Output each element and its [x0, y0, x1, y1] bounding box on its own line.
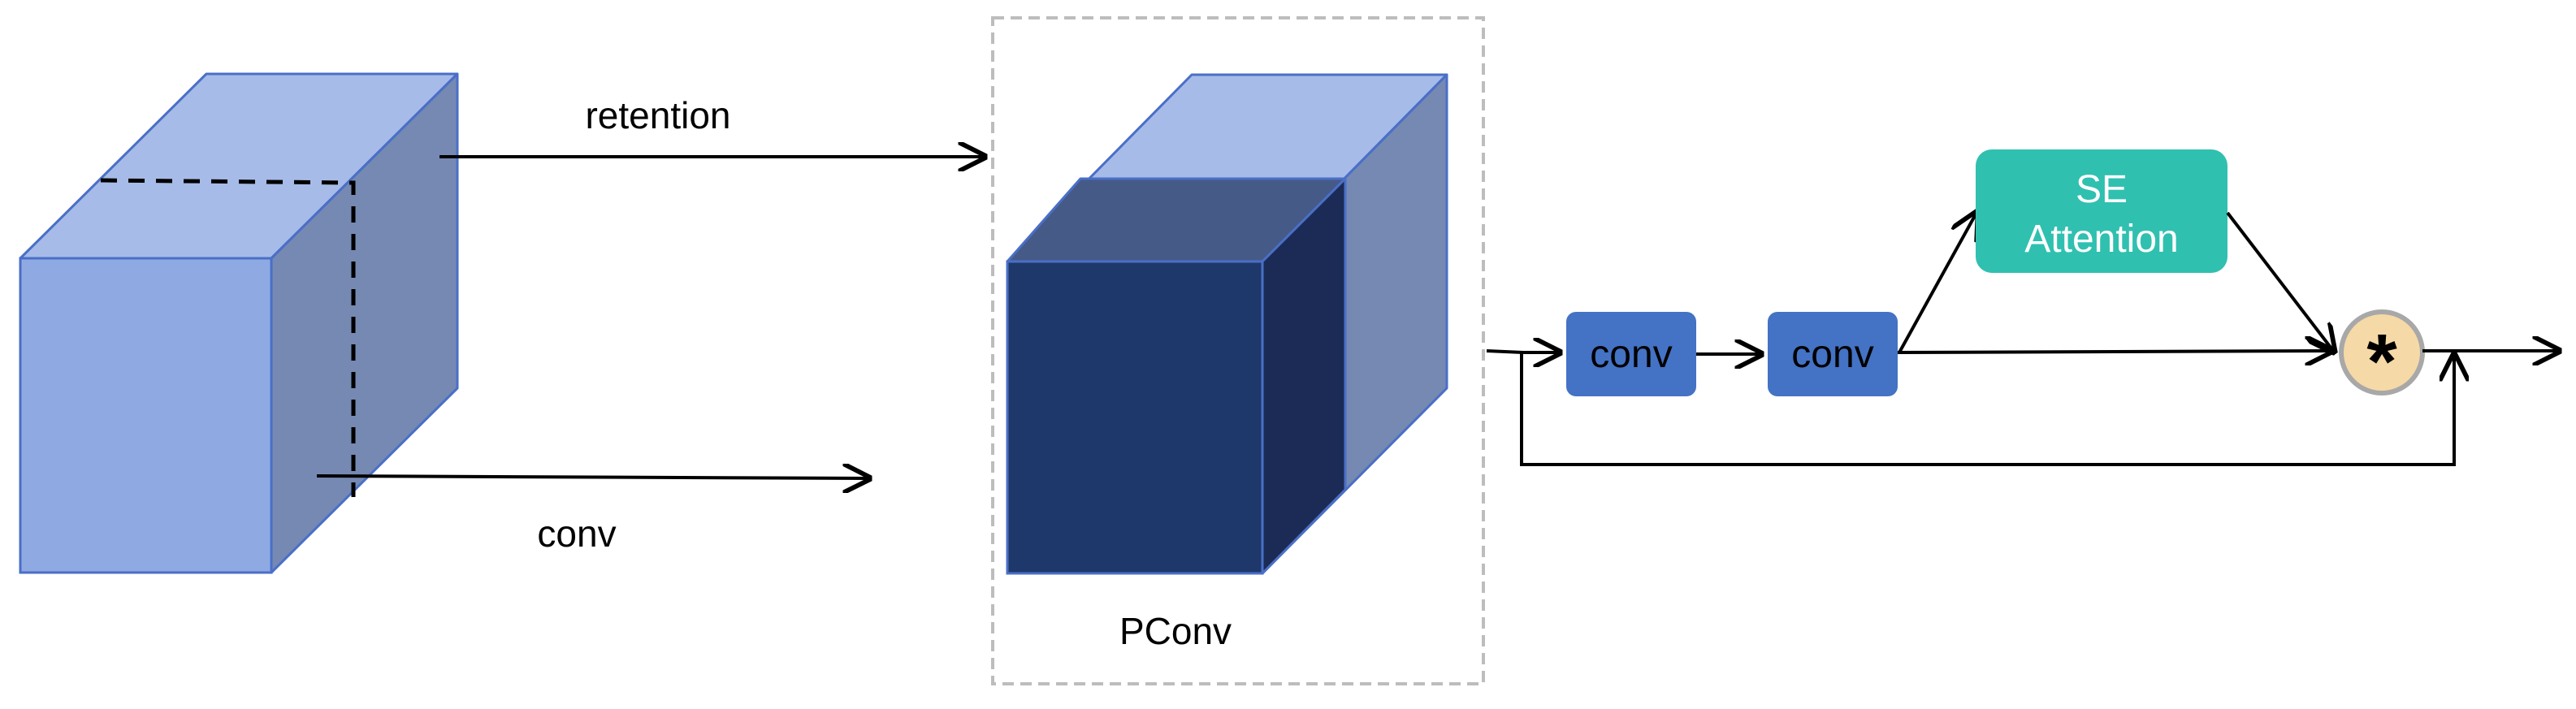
se-attention-label-line1: SE: [2076, 168, 2128, 211]
conv-box-2: [1768, 312, 1898, 396]
se-to-multiply-arrow: [2226, 211, 2334, 352]
retention-label: retention: [585, 94, 730, 136]
conv-box-1: [1566, 312, 1696, 396]
pconv-label: PConv: [1119, 610, 1232, 652]
input-cube-front-face: [19, 257, 273, 574]
conv2-to-multiply-arrow: [1897, 351, 2331, 352]
block-input-arrow: [1486, 351, 1560, 352]
conv-arrow: [316, 476, 869, 478]
input-cube-split-line: [100, 178, 356, 497]
conv-box-2-label: conv: [1791, 333, 1873, 376]
conv2-to-se-arrow: [1898, 213, 1976, 353]
pconv-frame: [991, 16, 1485, 685]
conv-label: conv: [537, 512, 616, 555]
multiply-symbol: *: [2366, 318, 2397, 405]
conv-box-1-label: conv: [1590, 333, 1672, 376]
se-attention-label-line2: Attention: [2024, 218, 2178, 261]
pconv-cube-partial-front-face: [1006, 260, 1264, 575]
pconv-cube: [1006, 73, 1448, 575]
multiply-icon: *: [2339, 309, 2425, 405]
skip-connection-arrow: [1520, 352, 2454, 466]
se-attention-box: [1976, 149, 2227, 273]
input-feature-cube: [19, 72, 459, 574]
